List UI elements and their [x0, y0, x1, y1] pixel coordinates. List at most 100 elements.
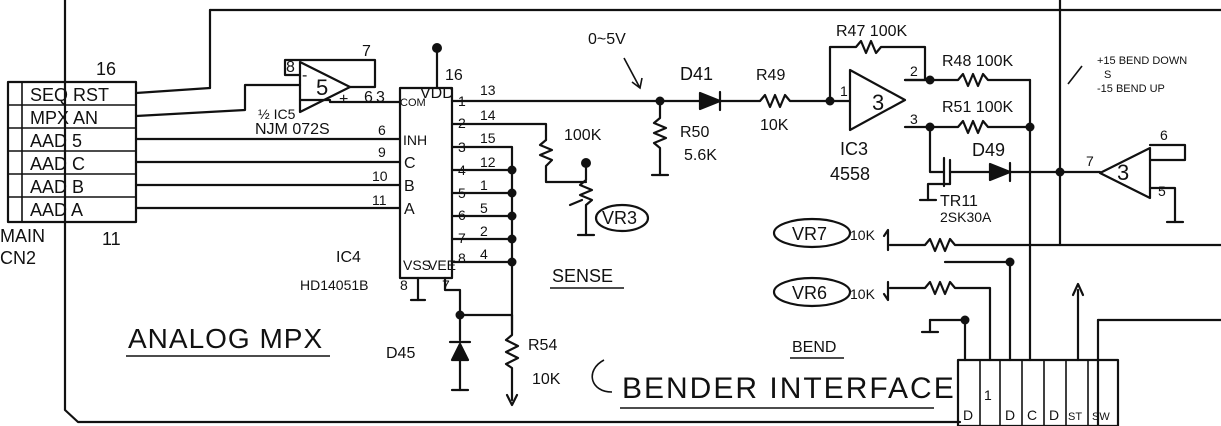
r50-value: 5.6K	[684, 147, 717, 164]
r49-label: R49	[756, 67, 785, 84]
r49-value: 10K	[760, 117, 789, 134]
ic5-plus: +	[339, 91, 348, 108]
ic4-pin-b: 10	[372, 168, 388, 184]
ic4-pin-14: 14	[480, 107, 496, 123]
bender-pin-6: ST	[1068, 411, 1082, 423]
ic3-opamp: R47 100K R48 100K R51 100K 3 1 2 3 IC3 4…	[828, 23, 1035, 247]
vr7-value: 10K	[850, 227, 876, 243]
ic5-opamp: 5 7 8 6 3 - + ½ IC5 NJM 072S	[255, 43, 402, 138]
section-titles: ANALOG MPX BEND BENDER INTERFACE	[126, 323, 956, 409]
connector-wires	[134, 83, 402, 210]
main-connector: SEQ RST MPX AN AAD 5 AAD C AAD B AAD A 1…	[0, 59, 138, 268]
ic4-pin-vss: 8	[400, 277, 408, 293]
input-chain: 0~5V R50 5.6K D41 R49 10K	[588, 31, 835, 177]
bender-pin-5: D	[1049, 407, 1059, 423]
bend-label: BEND	[792, 339, 836, 356]
ic4-pin-a: 11	[372, 192, 387, 208]
bender-pin-4: C	[1027, 407, 1037, 423]
r54-value: 10K	[532, 371, 561, 388]
ic4-vee: VEE	[428, 257, 456, 273]
ic4-pin-c: 9	[378, 144, 386, 160]
ic5-pin-plus: 6	[364, 89, 373, 106]
vr3-label: VR3	[602, 208, 637, 228]
ic4-a: A	[404, 201, 415, 218]
bender-interface-title: BENDER INTERFACE	[622, 372, 956, 405]
ic4-pin-15: 15	[480, 130, 496, 146]
ic-out-unit: 3	[1117, 160, 1129, 185]
ic4-mux: VDD 16 COM INH C B A VSS VEE 6 9 10 11 I…	[300, 43, 662, 332]
ic4-vdd-pin: 16	[445, 67, 463, 84]
ic4-model: HD14051B	[300, 277, 369, 293]
voltage-label: 0~5V	[588, 31, 626, 48]
conn-bottom-number: 11	[102, 229, 121, 249]
ic3-pin2: 2	[910, 63, 918, 79]
ic4-pin-2: 2	[480, 223, 488, 239]
ic-out-pin6: 6	[1160, 127, 1168, 143]
ic3-model: 4558	[830, 164, 870, 184]
ic4-pin-12: 12	[480, 154, 496, 170]
conn-name-line1: MAIN	[0, 226, 45, 246]
ic5-unit: 5	[316, 75, 328, 100]
conn-pin-6: AAD A	[30, 200, 83, 220]
ic4-pin-5: 5	[480, 200, 488, 216]
vr7-vr6: VR7 10K VR6 10K	[772, 217, 1085, 362]
bender-pin-1: D	[963, 407, 973, 423]
r50-label: R50	[680, 124, 709, 141]
d45-label: D45	[386, 345, 415, 362]
pot-100k-label: 100K	[564, 127, 602, 144]
r47-label: R47 100K	[836, 23, 907, 40]
ic4-name: IC4	[336, 249, 361, 266]
ic4-c: C	[404, 155, 416, 172]
ic5-model: NJM 072S	[255, 121, 330, 138]
bender-pin-2: 1	[984, 387, 992, 403]
bender-connector: D 1 D C D ST SW	[956, 358, 1120, 426]
ic5-part: ½ IC5	[258, 106, 296, 122]
d45-r54: D45 R54 10K	[386, 313, 561, 407]
ic4-pin-4: 4	[480, 246, 488, 262]
sense-label: SENSE	[552, 266, 613, 286]
ic5-pin-out: 7	[362, 43, 371, 60]
conn-pin-3: AAD 5	[30, 131, 82, 151]
ic3-unit: 3	[872, 90, 884, 115]
ic4-ch-8: 8	[458, 250, 466, 266]
ic4-inh: INH	[403, 132, 427, 148]
tr11-model: 2SK30A	[940, 209, 992, 225]
analog-mpx-title: ANALOG MPX	[128, 323, 323, 354]
ic4-b: B	[404, 178, 415, 195]
output-opamp: 3 7 6 5 +15 BEND DOWN S -15 BEND UP	[1067, 55, 1187, 224]
vr6-value: 10K	[850, 286, 876, 302]
bend-up-label: -15 BEND UP	[1097, 83, 1165, 95]
ic4-pin-13: 13	[480, 82, 496, 98]
r48-label: R48 100K	[942, 53, 1013, 70]
conn-name-line2: CN2	[0, 248, 36, 268]
d41-label: D41	[680, 64, 713, 84]
tr11-label: TR11	[940, 193, 978, 210]
sense-pot: 100K VR3 SENSE	[538, 127, 650, 289]
ic4-pin-inh: 6	[378, 122, 386, 138]
ic4-vss: VSS	[403, 257, 431, 273]
ic-out-pin7: 7	[1086, 153, 1094, 169]
ic3-pin1: 1	[840, 83, 848, 99]
bender-pin-7: SW	[1092, 411, 1110, 423]
ic3-pin3: 3	[910, 111, 918, 127]
bender-pin-3: D	[1005, 407, 1015, 423]
frame-wires	[63, 0, 1221, 426]
bend-mid-label: S	[1104, 69, 1111, 81]
ic5-pin-plus-alt: 3	[376, 89, 385, 106]
ic4-com: COM	[400, 97, 426, 109]
ic4-vdd: VDD	[420, 85, 454, 102]
r54-label: R54	[528, 337, 557, 354]
conn-top-number: 16	[96, 59, 116, 79]
d49-label: D49	[972, 140, 1005, 160]
vr6-label: VR6	[792, 283, 827, 303]
conn-pin-5: AAD B	[30, 177, 84, 197]
r51-label: R51 100K	[942, 99, 1013, 116]
ic3-name: IC3	[840, 139, 868, 159]
tr11-d49: TR11 2SK30A D49	[918, 125, 1102, 225]
conn-pin-1: SEQ RST	[30, 85, 109, 105]
ic5-minus: -	[302, 67, 307, 84]
ic5-pin-minus: 8	[286, 59, 295, 76]
ic-out-pin5: 5	[1158, 183, 1166, 199]
conn-pin-4: AAD C	[30, 154, 85, 174]
